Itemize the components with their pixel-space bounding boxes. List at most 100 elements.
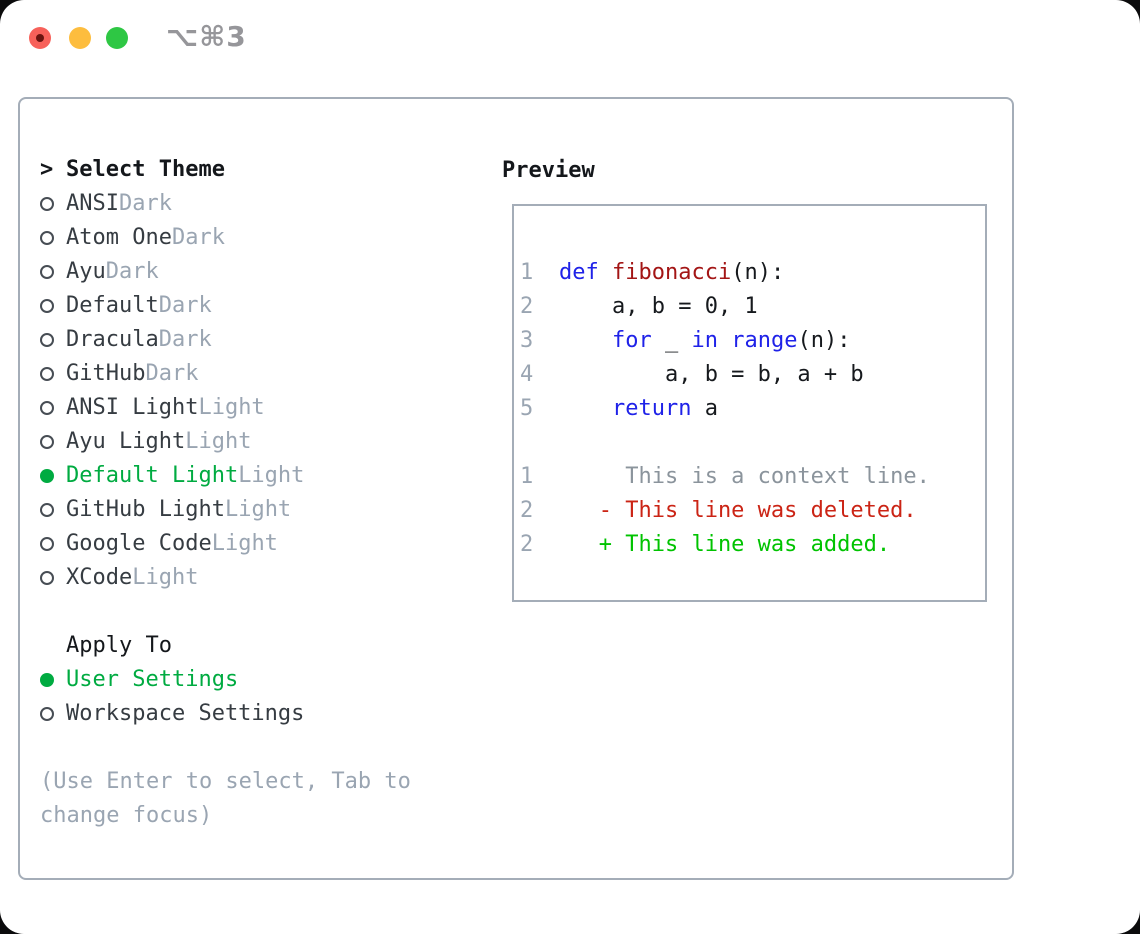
radio-selected-icon bbox=[40, 673, 54, 687]
line-number: 2 bbox=[520, 532, 534, 557]
theme-name-label: GitHub bbox=[66, 361, 146, 386]
code-segment-code: a bbox=[691, 396, 718, 421]
theme-variant-label: Dark bbox=[171, 225, 225, 250]
radio-unselected-icon bbox=[40, 503, 54, 517]
line-number: 3 bbox=[520, 328, 534, 353]
code-segment-code: (n): bbox=[731, 260, 785, 285]
theme-name-label: Dracula bbox=[66, 327, 159, 352]
apply-option-label: User Settings bbox=[66, 667, 239, 692]
theme-name-label: ANSI bbox=[66, 191, 119, 216]
line-number: 1 bbox=[520, 260, 534, 285]
theme-name-label: Ayu Light bbox=[66, 429, 186, 454]
code-segment-code: a, b = 0, 1 bbox=[559, 294, 758, 319]
preview-code-line: 1 This is a context line. bbox=[520, 460, 979, 494]
theme-option-ansi-light-light[interactable]: ANSI Light Light bbox=[40, 391, 411, 425]
code-segment-deleted: - This line was deleted. bbox=[559, 498, 917, 523]
code-segment-code bbox=[559, 396, 612, 421]
code-segment-code bbox=[599, 260, 612, 285]
theme-list-header: > Select Theme bbox=[40, 153, 411, 187]
apply-option-user-settings[interactable]: User Settings bbox=[40, 663, 411, 697]
code-segment-code: _ bbox=[651, 328, 692, 353]
theme-option-default-dark[interactable]: Default Dark bbox=[40, 289, 411, 323]
preview-code-line: 4 a, b = b, a + b bbox=[520, 358, 979, 392]
theme-variant-label: Dark bbox=[105, 259, 159, 284]
radio-unselected-icon bbox=[40, 435, 54, 449]
theme-name-label: Google Code bbox=[66, 531, 212, 556]
code-segment-code: (n): bbox=[797, 328, 851, 353]
code-segment-keyword: def bbox=[559, 260, 599, 285]
theme-variant-label: Dark bbox=[118, 191, 172, 216]
preview-code-line: 3 for _ in range(n): bbox=[520, 324, 979, 358]
radio-unselected-icon bbox=[40, 265, 54, 279]
code-segment-keyword: for bbox=[611, 328, 652, 353]
theme-name-label: Default Light bbox=[66, 463, 239, 488]
code-segment-code: a, b = b, a + b bbox=[559, 362, 864, 387]
code-segment-added: + This line was added. bbox=[559, 532, 891, 557]
theme-variant-label: Light bbox=[238, 463, 305, 488]
theme-variant-label: Light bbox=[198, 395, 265, 420]
theme-name-label: Default bbox=[66, 293, 159, 318]
apply-to-header: Apply To bbox=[40, 629, 411, 663]
zoom-button[interactable] bbox=[106, 27, 128, 49]
close-unsaved-dot-icon bbox=[36, 34, 44, 42]
gap bbox=[40, 595, 411, 629]
code-segment-context: This is a context line. bbox=[559, 464, 930, 489]
preview-code-line: 5 return a bbox=[520, 392, 979, 426]
close-button[interactable] bbox=[29, 27, 51, 49]
radio-unselected-icon bbox=[40, 231, 54, 245]
radio-unselected-icon bbox=[40, 367, 54, 381]
theme-variant-label: Light bbox=[211, 531, 278, 556]
preview-code-line: 2 a, b = 0, 1 bbox=[520, 290, 979, 324]
gap bbox=[40, 731, 411, 765]
line-number: 4 bbox=[520, 362, 534, 387]
radio-unselected-icon bbox=[40, 401, 54, 415]
theme-name-label: ANSI Light bbox=[66, 395, 199, 420]
code-segment-code bbox=[718, 328, 731, 353]
theme-list-title: Select Theme bbox=[66, 157, 225, 182]
theme-option-ayu-dark[interactable]: Ayu Dark bbox=[40, 255, 411, 289]
radio-selected-icon bbox=[40, 469, 54, 483]
help-text-line-1: (Use Enter to select, Tab to bbox=[40, 769, 411, 794]
theme-option-xcode-light[interactable]: XCode Light bbox=[40, 561, 411, 595]
code-segment-keyword: in bbox=[691, 328, 718, 353]
code-segment-keyword: range bbox=[731, 328, 798, 353]
theme-variant-label: Light bbox=[132, 565, 199, 590]
apply-to-title: Apply To bbox=[66, 633, 172, 658]
apply-option-workspace-settings[interactable]: Workspace Settings bbox=[40, 697, 411, 731]
theme-option-atom-one-dark[interactable]: Atom One Dark bbox=[40, 221, 411, 255]
theme-option-github-light-light[interactable]: GitHub Light Light bbox=[40, 493, 411, 527]
minimize-button[interactable] bbox=[69, 27, 91, 49]
theme-name-label: XCode bbox=[66, 565, 133, 590]
theme-option-dracula-dark[interactable]: Dracula Dark bbox=[40, 323, 411, 357]
preview-code-line: 2 - This line was deleted. bbox=[520, 494, 979, 528]
line-number: 2 bbox=[520, 294, 534, 319]
preview-code-line: 2 + This line was added. bbox=[520, 528, 979, 562]
theme-option-google-code-light[interactable]: Google Code Light bbox=[40, 527, 411, 561]
apply-option-label: Workspace Settings bbox=[66, 701, 305, 726]
theme-option-ayu-light-light[interactable]: Ayu Light Light bbox=[40, 425, 411, 459]
theme-name-label: Ayu bbox=[66, 259, 106, 284]
theme-option-github-dark[interactable]: GitHub Dark bbox=[40, 357, 411, 391]
theme-variant-label: Light bbox=[224, 497, 292, 522]
theme-variant-label: Dark bbox=[158, 293, 212, 318]
radio-unselected-icon bbox=[40, 571, 54, 585]
preview-code-line bbox=[520, 426, 979, 460]
code-segment-function: fibonacci bbox=[612, 260, 732, 285]
line-number: 1 bbox=[520, 464, 534, 489]
theme-name-label: GitHub Light bbox=[66, 497, 225, 522]
preview-code-line: 1 def fibonacci(n): bbox=[520, 256, 979, 290]
radio-unselected-icon bbox=[40, 333, 54, 347]
theme-variant-label: Dark bbox=[158, 327, 212, 352]
theme-option-ansi-dark[interactable]: ANSI Dark bbox=[40, 187, 411, 221]
radio-unselected-icon bbox=[40, 299, 54, 313]
line-number: 5 bbox=[520, 396, 534, 421]
theme-option-default-light-light[interactable]: Default Light Light bbox=[40, 459, 411, 493]
selection-cursor-icon: > bbox=[40, 157, 54, 182]
theme-variant-label: Dark bbox=[145, 361, 199, 386]
